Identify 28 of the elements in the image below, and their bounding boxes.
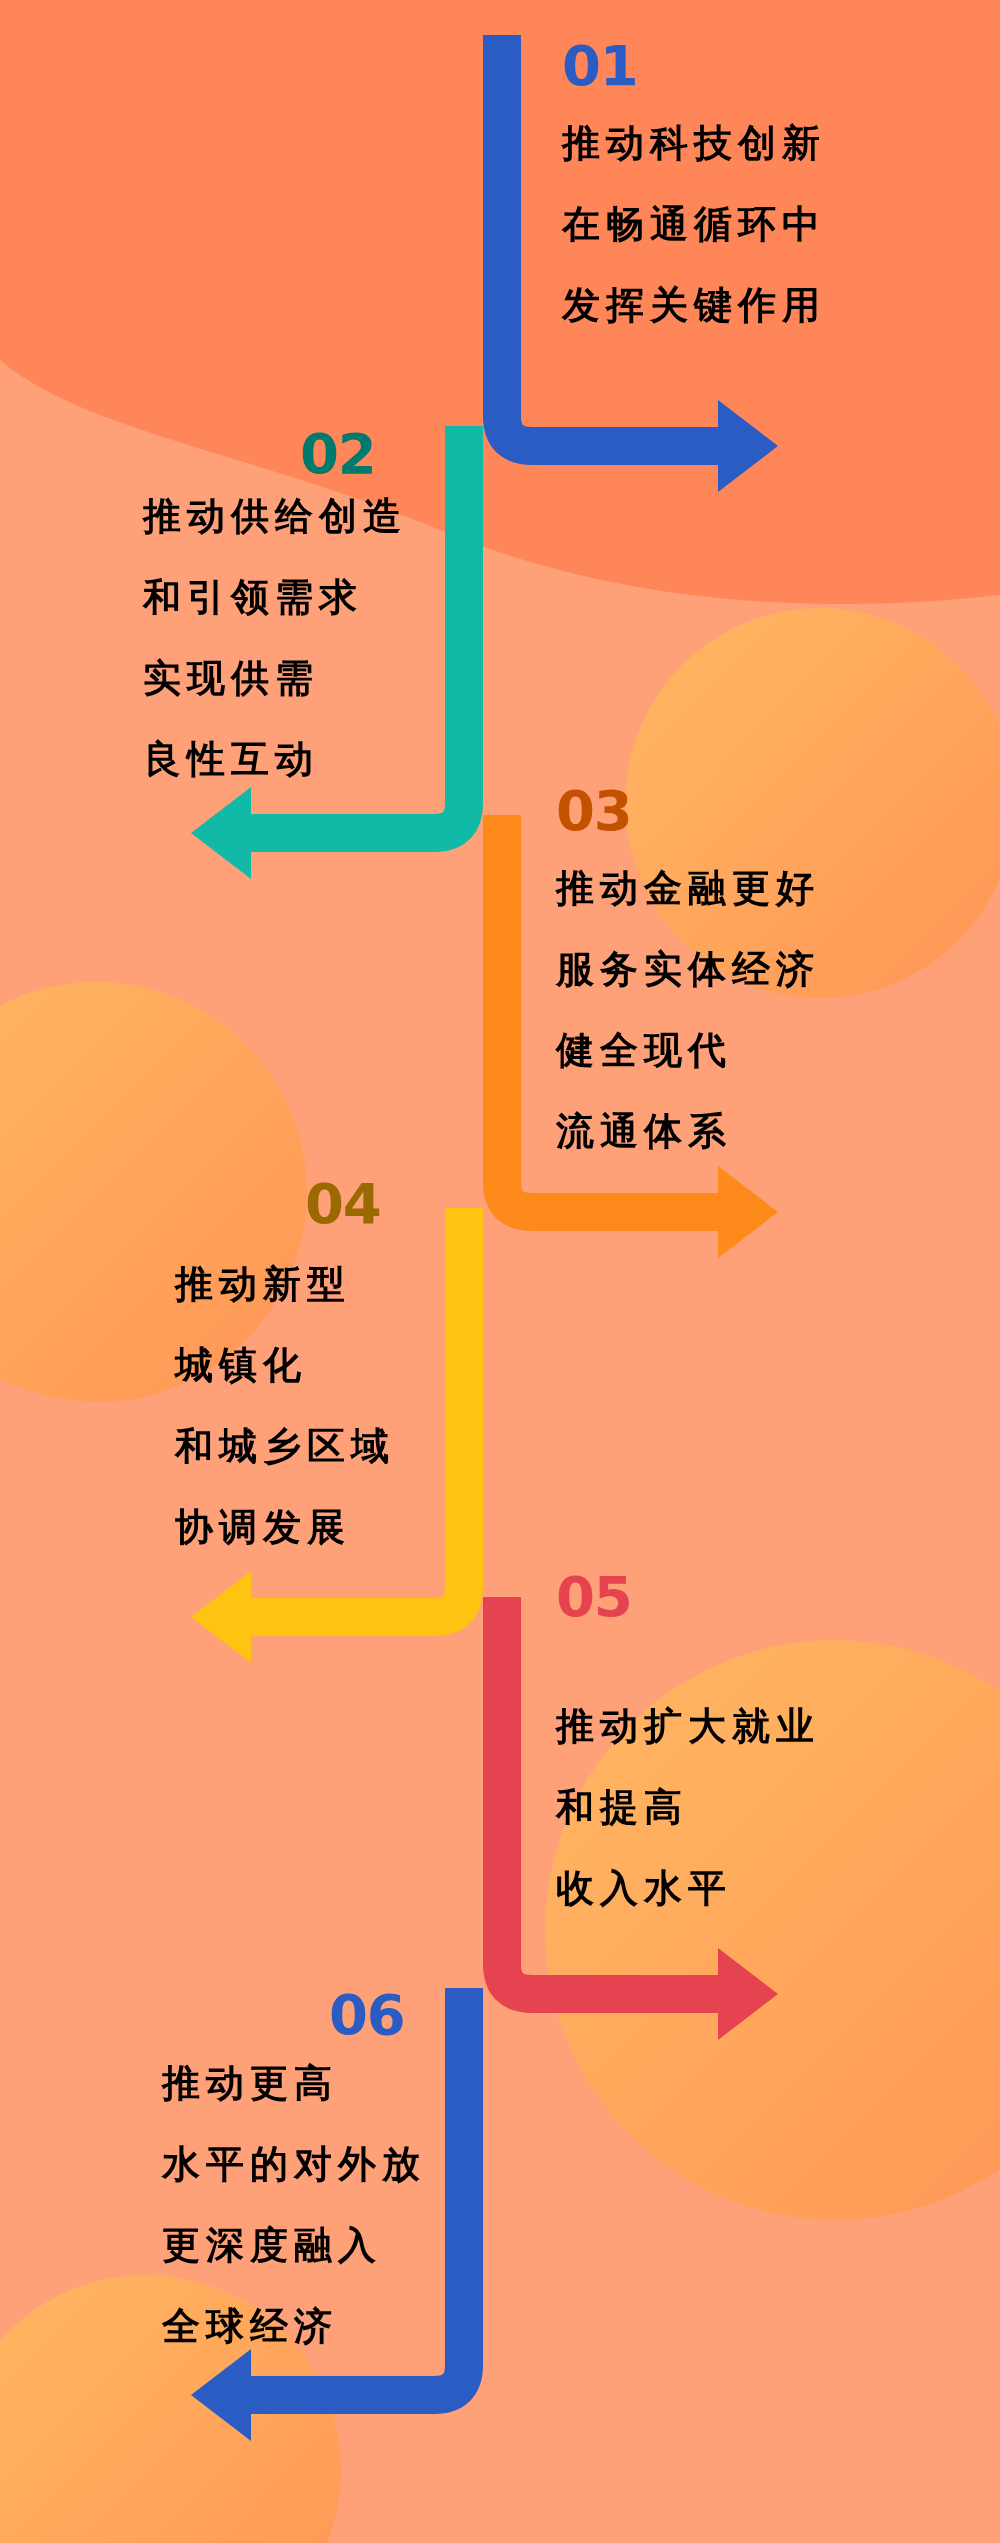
step-text-line: 和提高 xyxy=(556,1784,689,1831)
step-text-line: 发挥关键作用 xyxy=(562,282,827,329)
step-number: 04 xyxy=(305,1174,381,1234)
step-text-line: 和引领需求 xyxy=(143,574,364,621)
step-number: 03 xyxy=(556,781,632,841)
step-text-line: 推动扩大就业 xyxy=(556,1703,821,1750)
step-text-line: 实现供需 xyxy=(143,655,320,702)
step-number: 02 xyxy=(300,424,376,484)
step-text-line: 服务实体经济 xyxy=(556,946,821,993)
step-text-line: 推动新型 xyxy=(175,1261,352,1308)
step-text-line: 推动更高 xyxy=(162,2060,339,2107)
step-text-line: 健全现代 xyxy=(556,1027,733,1074)
step-text-line: 协调发展 xyxy=(175,1504,352,1551)
step-number: 01 xyxy=(562,36,638,96)
step-text-line: 收入水平 xyxy=(556,1865,733,1912)
step-text-line: 推动科技创新 xyxy=(562,120,827,167)
step-text-line: 城镇化 xyxy=(175,1342,308,1389)
step-text-line: 在畅通循环中 xyxy=(562,201,827,248)
step-text-line: 推动供给创造 xyxy=(143,493,408,540)
step-text-line: 推动金融更好 xyxy=(556,865,821,912)
step-text-line: 水平的对外放 xyxy=(162,2141,427,2188)
step-text-line: 全球经济 xyxy=(162,2303,339,2350)
step-text-line: 流通体系 xyxy=(556,1108,733,1155)
step-text-line: 更深度融入 xyxy=(162,2222,383,2269)
step-number: 05 xyxy=(556,1567,632,1627)
step-number: 06 xyxy=(329,1985,405,2045)
step-text-line: 和城乡区域 xyxy=(175,1423,396,1470)
step-text-line: 良性互动 xyxy=(143,736,320,783)
